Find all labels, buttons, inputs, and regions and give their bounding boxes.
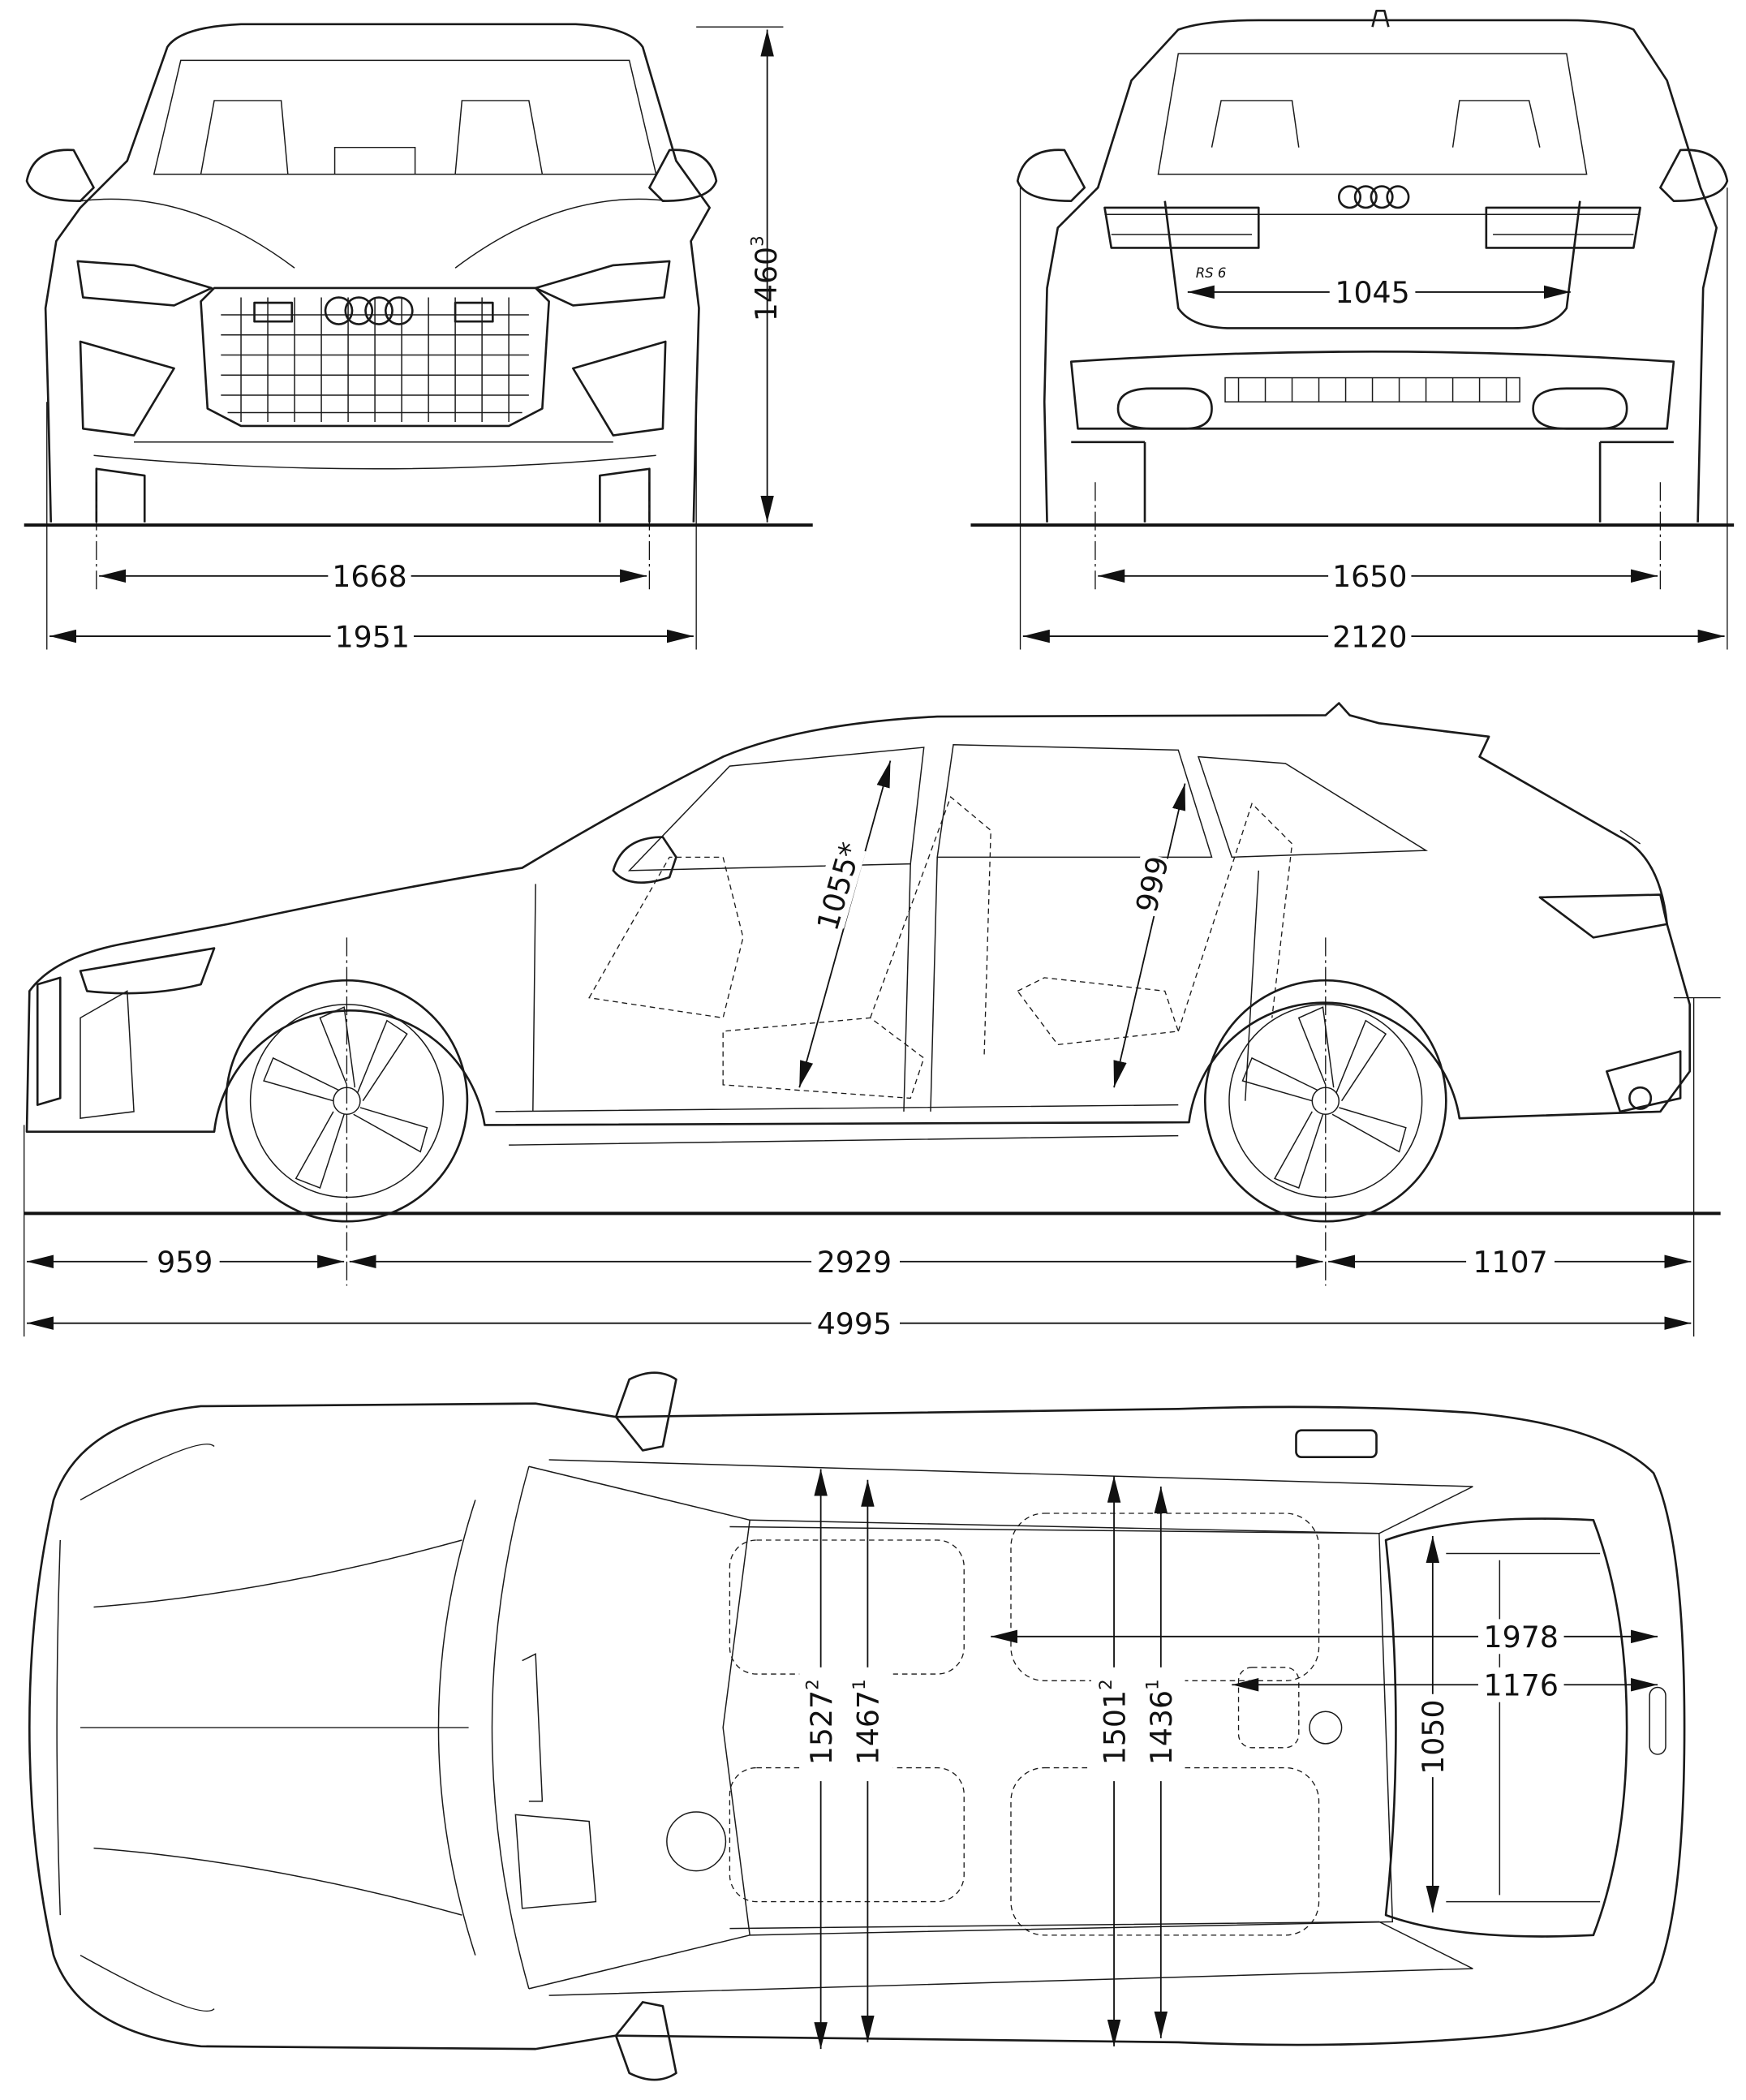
- rear-view: RS 6 1045 1650 2120: [970, 10, 1735, 654]
- cargo-length-label: 1176: [1484, 1668, 1559, 1702]
- rear-track-label: 1650: [1332, 559, 1407, 594]
- loading-width-label: 1045: [1335, 275, 1409, 310]
- front-view-car-outline: [25, 23, 718, 523]
- width-with-mirrors-label: 2120: [1332, 619, 1407, 654]
- rear-headroom-label: 999: [1129, 853, 1176, 915]
- front-elbow-width-label: 14671: [849, 1679, 886, 1765]
- side-view-car-outline: [25, 702, 1692, 1223]
- top-view-car-outline: [28, 1371, 1686, 2081]
- seats-dashed-outline: [588, 795, 1293, 1099]
- cargo-width-label: 1050: [1416, 1699, 1451, 1774]
- front-shoulder-width-label: 15272: [802, 1679, 839, 1765]
- cargo-length-folded-label: 1978: [1484, 1620, 1559, 1655]
- length-label: 4995: [817, 1306, 892, 1341]
- front-overhang-label: 959: [157, 1245, 213, 1280]
- audi-rings-logo-rear: [1337, 185, 1410, 209]
- rear-shoulder-width-label: 15012: [1096, 1679, 1133, 1765]
- front-headroom-label: 1055*: [810, 838, 868, 934]
- wheelbase-label: 2929: [817, 1245, 892, 1280]
- height-label: 14603: [748, 235, 785, 321]
- audi-rings-logo-front: [324, 296, 414, 325]
- width-label: 1951: [335, 619, 410, 654]
- front-track-label: 1668: [332, 559, 406, 594]
- top-view: 15272 14671 15012 14361 1050 1978 1176: [28, 1371, 1686, 2081]
- rear-overhang-label: 1107: [1473, 1245, 1547, 1280]
- rear-elbow-width-label: 14361: [1143, 1679, 1180, 1765]
- rear-view-car-outline: RS 6: [1016, 10, 1729, 523]
- rs6-badge: RS 6: [1196, 265, 1227, 281]
- front-view: 14603 1668 1951: [24, 23, 813, 654]
- rear-headroom-dimension-line: [1113, 783, 1186, 1088]
- side-view: 1055* 999 959 2929 1107 4995: [24, 702, 1721, 1341]
